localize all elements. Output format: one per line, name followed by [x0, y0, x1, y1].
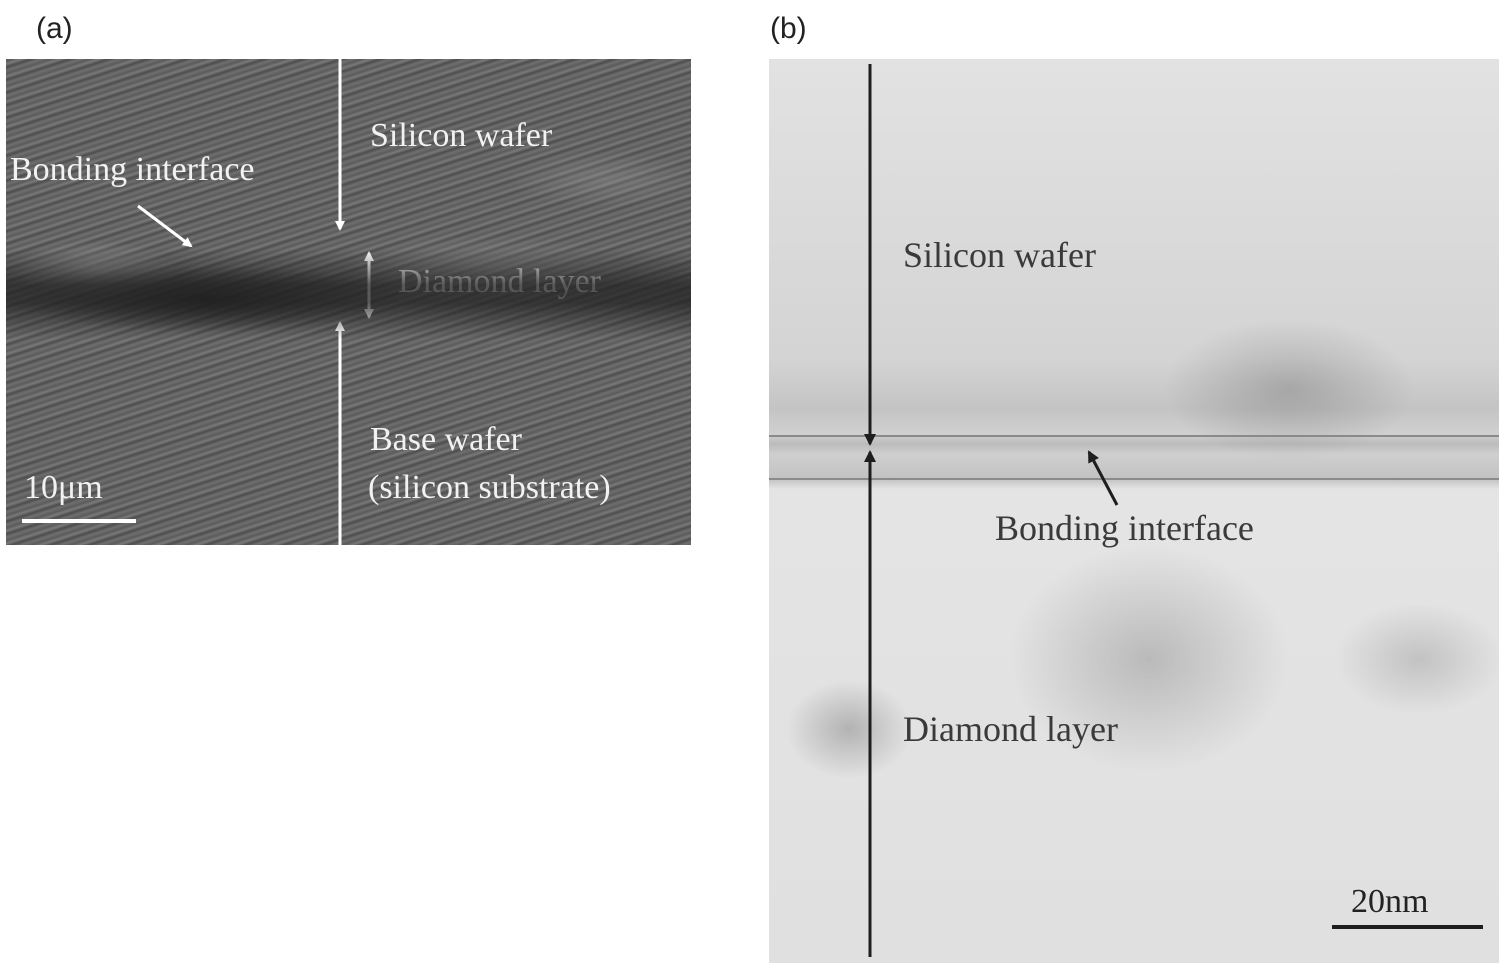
label-silicon-wafer: Silicon wafer — [903, 235, 1096, 275]
panel-a-annotations — [22, 59, 374, 545]
label-bonding-interface: Bonding interface — [995, 508, 1254, 548]
label-bonding-interface: Bonding interface — [10, 151, 255, 188]
panel-b-letter: (b) — [770, 12, 807, 45]
label-silicon-wafer: Silicon wafer — [370, 117, 553, 154]
scale-bar-label: 10μm — [24, 469, 103, 506]
tem-micrograph: Silicon wafer Bonding interface Diamond … — [769, 59, 1499, 963]
bonding-interface-pointer — [137, 204, 193, 248]
panel-b-annotations — [769, 64, 1499, 957]
bonding-interface-pointer — [1087, 450, 1119, 506]
sem-micrograph: Silicon wafer Bonding interface Diamond … — [6, 59, 691, 545]
label-diamond-layer: Diamond layer — [398, 263, 601, 300]
panel-a-letter: (a) — [36, 12, 73, 45]
label-silicon-substrate: (silicon substrate) — [368, 469, 611, 506]
scale-bar-label: 20nm — [1351, 883, 1429, 920]
label-base-wafer: Base wafer — [370, 421, 522, 458]
label-diamond-layer: Diamond layer — [903, 709, 1118, 749]
